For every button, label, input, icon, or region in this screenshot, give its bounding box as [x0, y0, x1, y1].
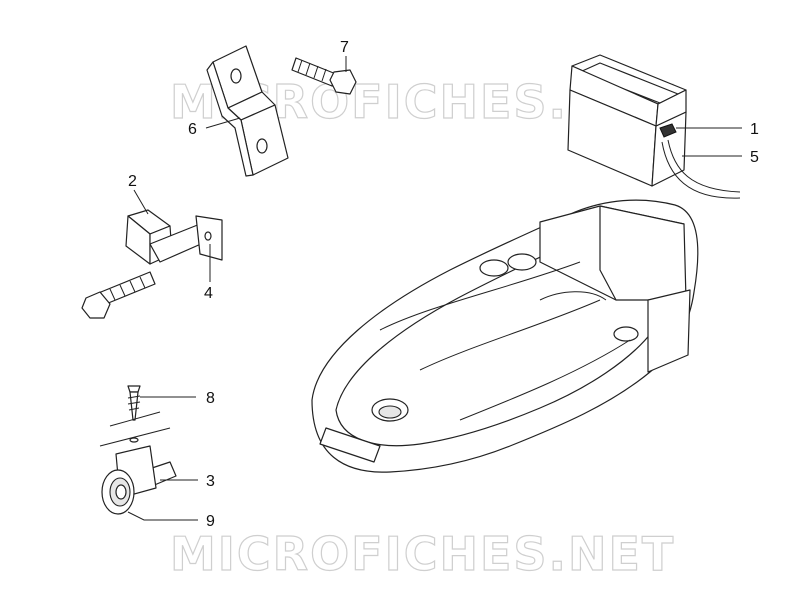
- bracket-bolt-drawing: [291, 57, 357, 95]
- relay-drawing: [81, 209, 223, 319]
- callout-9: 9: [206, 513, 215, 530]
- callout-6: 6: [188, 121, 197, 138]
- callout-5: 5: [750, 149, 759, 166]
- mounting-bracket-drawing: [206, 45, 289, 177]
- callout-3: 3: [206, 473, 215, 490]
- callout-8: 8: [206, 390, 215, 407]
- callout-4: 4: [204, 285, 213, 302]
- callout-1: 1: [750, 121, 759, 138]
- storage-tub-drawing: [311, 199, 699, 473]
- watermark-bottom: MICROFICHES.NET: [170, 527, 675, 581]
- callout-7: 7: [340, 39, 349, 56]
- horn-assembly-drawing: [99, 385, 177, 515]
- battery-drawing: [567, 54, 741, 199]
- callout-2: 2: [128, 173, 137, 190]
- leader-lines: [127, 56, 742, 521]
